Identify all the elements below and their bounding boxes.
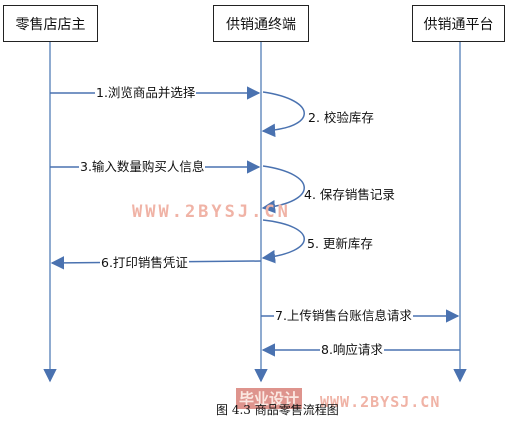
- participant-shop-owner: 零售店店主: [3, 5, 98, 42]
- message-label-4: 4. 保存销售记录: [304, 187, 395, 202]
- message-label-5: 5. 更新库存: [307, 236, 373, 251]
- message-label-3: 3.输入数量购买人信息: [79, 159, 206, 174]
- figure-caption: 图 4.3 商品零售流程图: [216, 403, 339, 417]
- watermark-bottom-left: 毕业设计: [236, 388, 303, 409]
- watermark-bottom-right: WWW.2BYSJ.CN: [320, 393, 441, 411]
- message-label-1: 1.浏览商品并选择: [95, 85, 197, 100]
- arrow-save-sales-record: [261, 165, 305, 214]
- message-label-2: 2. 校验库存: [308, 110, 374, 125]
- participant-terminal: 供销通终端: [213, 5, 309, 42]
- participant-platform: 供销通平台: [412, 5, 505, 42]
- message-label-6: 6.打印销售凭证: [100, 255, 189, 270]
- watermark-center: WWW.2BYSJ.CN: [132, 202, 291, 222]
- message-label-7: 7.上传销售台账信息请求: [274, 308, 413, 323]
- message-label-8: 8.响应请求: [320, 342, 384, 357]
- arrow-check-stock: [261, 91, 305, 138]
- arrow-update-stock: [261, 219, 305, 264]
